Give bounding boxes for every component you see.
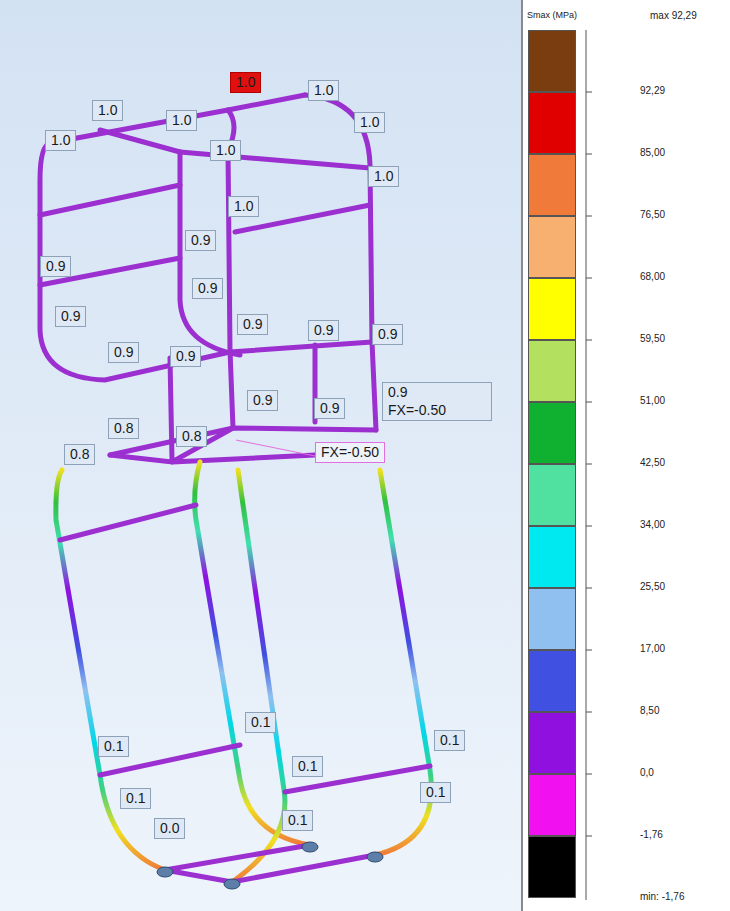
displacement-label: 0.9 (40, 256, 71, 277)
legend-value: 0,0 (640, 767, 654, 779)
legend-value: -1,76 (640, 829, 663, 841)
legend-swatch (528, 836, 576, 898)
displacement-label: 0.0 (154, 818, 185, 839)
displacement-label: 0.1 (420, 782, 451, 803)
legend-value: 85,00 (640, 147, 665, 159)
displacement-label: FX=-0.50 (382, 401, 492, 421)
displacement-label: 0.9 (237, 314, 268, 335)
legend-swatch (528, 92, 576, 154)
displacement-label: 0.9 (170, 346, 201, 367)
displacement-label: 0.1 (98, 736, 129, 757)
displacement-label: 1.0 (166, 110, 197, 131)
displacement-label: 0.9 (314, 398, 345, 419)
legend-swatch (528, 774, 576, 836)
legend-value: 34,00 (640, 519, 665, 531)
displacement-label: 0.1 (245, 712, 276, 733)
displacement-label: 0.9 (247, 390, 278, 411)
displacement-label: 0.1 (120, 788, 151, 809)
legend-swatch (528, 30, 576, 92)
legend-title: Smax (MPa) (527, 10, 577, 21)
displacement-label: FX=-0.50 (315, 442, 385, 463)
scale-ticks (586, 92, 592, 836)
displacement-label: 0.9 (382, 382, 492, 402)
legend-swatch (528, 154, 576, 216)
legend-swatch (528, 278, 576, 340)
legend-swatch (528, 464, 576, 526)
displacement-label: 1.0 (368, 166, 399, 187)
displacement-label: 0.8 (176, 426, 207, 447)
displacement-label: 0.1 (282, 810, 313, 831)
legend-swatch (528, 650, 576, 712)
displacement-label: 0.1 (292, 756, 323, 777)
legend-swatch (528, 526, 576, 588)
displacement-label: 0.9 (185, 230, 216, 251)
scale-axis (586, 30, 587, 900)
displacement-label: 1.0 (228, 196, 259, 217)
upper-cage (40, 95, 376, 462)
legend-value: 59,50 (640, 333, 665, 345)
legend-swatch (528, 216, 576, 278)
load-leader (236, 440, 315, 456)
legend-swatch (528, 588, 576, 650)
displacement-label: 0.1 (434, 730, 465, 751)
panel-border (521, 0, 523, 911)
view-ground (0, 0, 522, 911)
legend-value: 25,50 (640, 581, 665, 593)
displacement-label: 1.0 (308, 80, 339, 101)
displacement-label: 1.0 (354, 112, 385, 133)
legend-swatch (528, 340, 576, 402)
lower-cage-beams (60, 505, 430, 882)
displacement-label: 0.8 (108, 418, 139, 439)
support-symbol (157, 842, 383, 889)
displacement-label: 0.9 (308, 320, 339, 341)
scale-max: max 92,29 (650, 10, 697, 22)
displacement-label: 0.9 (372, 324, 403, 345)
displacement-label: 0.9 (55, 306, 86, 327)
legend-value: 51,00 (640, 395, 665, 407)
lower-cage-stress (56, 462, 431, 882)
legend-value: 68,00 (640, 271, 665, 283)
legend-value: min: -1,76 (640, 891, 684, 903)
displacement-label: 1.0 (210, 140, 241, 161)
legend-value: 8,50 (640, 705, 659, 717)
legend-value: 17,00 (640, 643, 665, 655)
displacement-label: 1.0 (45, 130, 76, 151)
legend-value: 76,50 (640, 209, 665, 221)
displacement-label: 1.0 (230, 72, 261, 93)
legend-swatch (528, 402, 576, 464)
displacement-label: 0.9 (192, 278, 223, 299)
displacement-label: 0.8 (64, 444, 95, 465)
legend-value: 42,50 (640, 457, 665, 469)
legend-swatch (528, 712, 576, 774)
legend-value: 92,29 (640, 85, 665, 97)
displacement-label: 1.0 (92, 100, 123, 121)
displacement-label: 0.9 (108, 342, 139, 363)
